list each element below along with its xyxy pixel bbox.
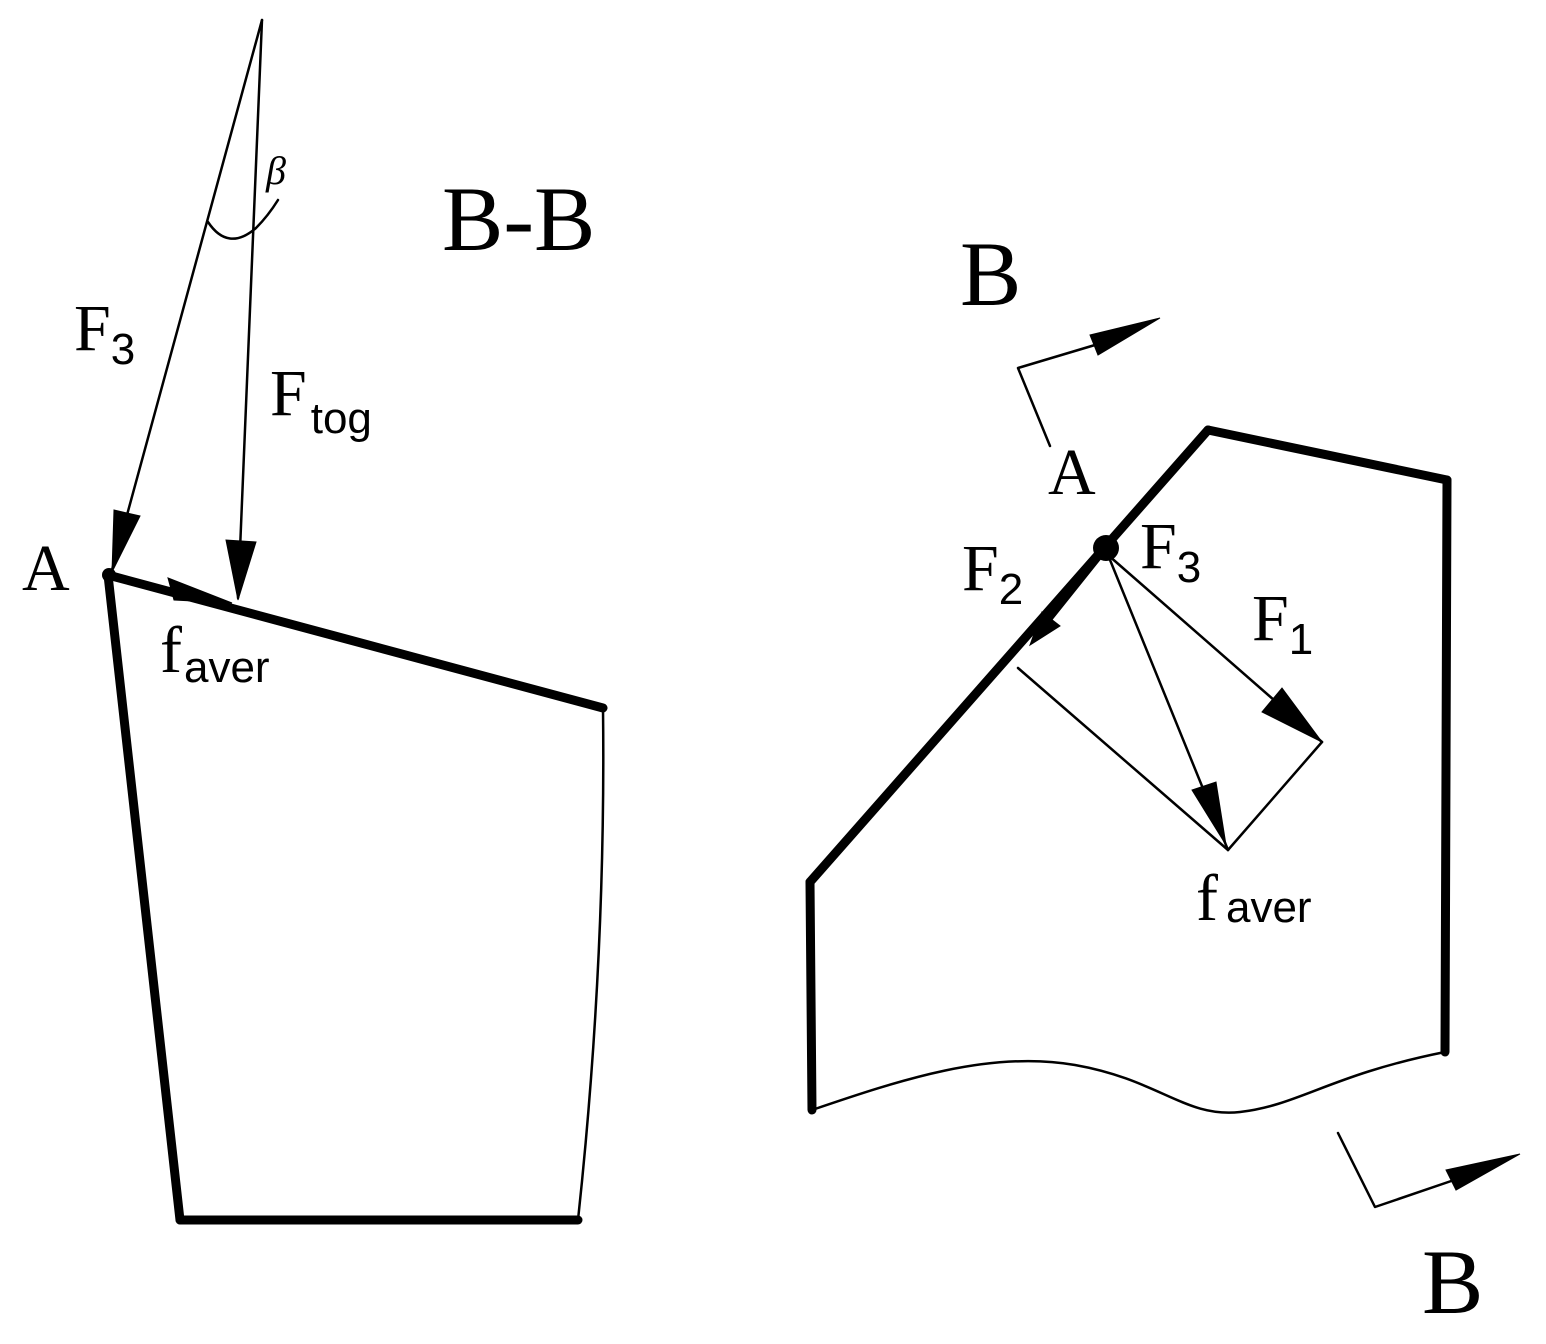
right-f2-arrowhead: [1029, 611, 1061, 647]
right-block-thick-inclined-edge: [805, 425, 1213, 887]
left-point-a-dot: [102, 568, 116, 582]
left-view: B-B A β F3 Ftog faver: [22, 18, 608, 1225]
right-construction-line-right: [1226, 740, 1324, 852]
right-f1-label-sub: 1: [1289, 615, 1313, 664]
left-ftog-label: Ftog: [270, 357, 372, 443]
right-section-mark-top: B: [960, 223, 1021, 325]
right-section-cut-bottom: [1336, 1131, 1462, 1209]
right-f2-label-main: F: [962, 532, 999, 605]
left-f3-label-sub: 3: [111, 325, 135, 374]
left-beta-label: β: [265, 148, 286, 193]
left-faver-arrowhead: [167, 577, 233, 604]
left-block-thin-right-edge: [576, 706, 605, 1222]
right-f1-arrowhead: [1261, 687, 1323, 743]
right-f1-label-main: F: [1252, 582, 1289, 655]
right-f2-label: F2: [962, 532, 1023, 614]
right-f3-label-main: F: [1140, 510, 1177, 583]
right-section-cut-bottom-arrowhead: [1445, 1153, 1521, 1191]
left-faver-label: faver: [160, 614, 270, 692]
left-ftog-label-sub: tog: [311, 394, 372, 443]
left-f3-force-line: [110, 18, 264, 572]
left-f3-label-main: F: [74, 292, 111, 365]
right-section-cut-top-arrowhead: [1089, 317, 1161, 356]
right-f1-label: F1: [1252, 582, 1313, 664]
left-point-a-label: A: [22, 532, 70, 605]
left-ftog-arrowhead: [225, 539, 257, 601]
right-construction-line-bottom: [1016, 666, 1230, 852]
left-ftog-label-main: F: [270, 357, 307, 430]
left-block-thick-left-edge: [103, 570, 185, 1225]
right-section-mark-bottom: B: [1422, 1231, 1483, 1333]
right-faver-label-sub: aver: [1226, 883, 1312, 932]
right-point-a-label: A: [1048, 436, 1096, 509]
left-f3-arrowhead: [111, 509, 141, 573]
right-faver-label-main: f: [1196, 862, 1218, 935]
right-faver-arrowhead: [1191, 781, 1227, 846]
right-block-wavy-break-line: [810, 1050, 1447, 1114]
left-faver-label-sub: aver: [184, 643, 270, 692]
right-block-thick-top-edge: [1203, 425, 1452, 485]
right-f3-label-sub: 3: [1177, 543, 1201, 592]
right-f3-label: F3: [1140, 510, 1201, 592]
right-point-a-dot: [1093, 535, 1119, 561]
right-f2-label-sub: 2: [999, 565, 1023, 614]
left-section-title: B-B: [442, 168, 595, 270]
right-section-cut-top: [1016, 340, 1107, 448]
right-block-thick-left-edge: [805, 877, 817, 1115]
left-ftog-force-line: [236, 18, 264, 600]
left-faver-label-main: f: [160, 614, 182, 687]
right-block-thick-right-edge: [1440, 475, 1452, 1057]
left-f3-label: F3: [74, 292, 135, 374]
right-f2-force-line: [1036, 541, 1112, 634]
left-beta-angle-arc: [206, 198, 280, 240]
